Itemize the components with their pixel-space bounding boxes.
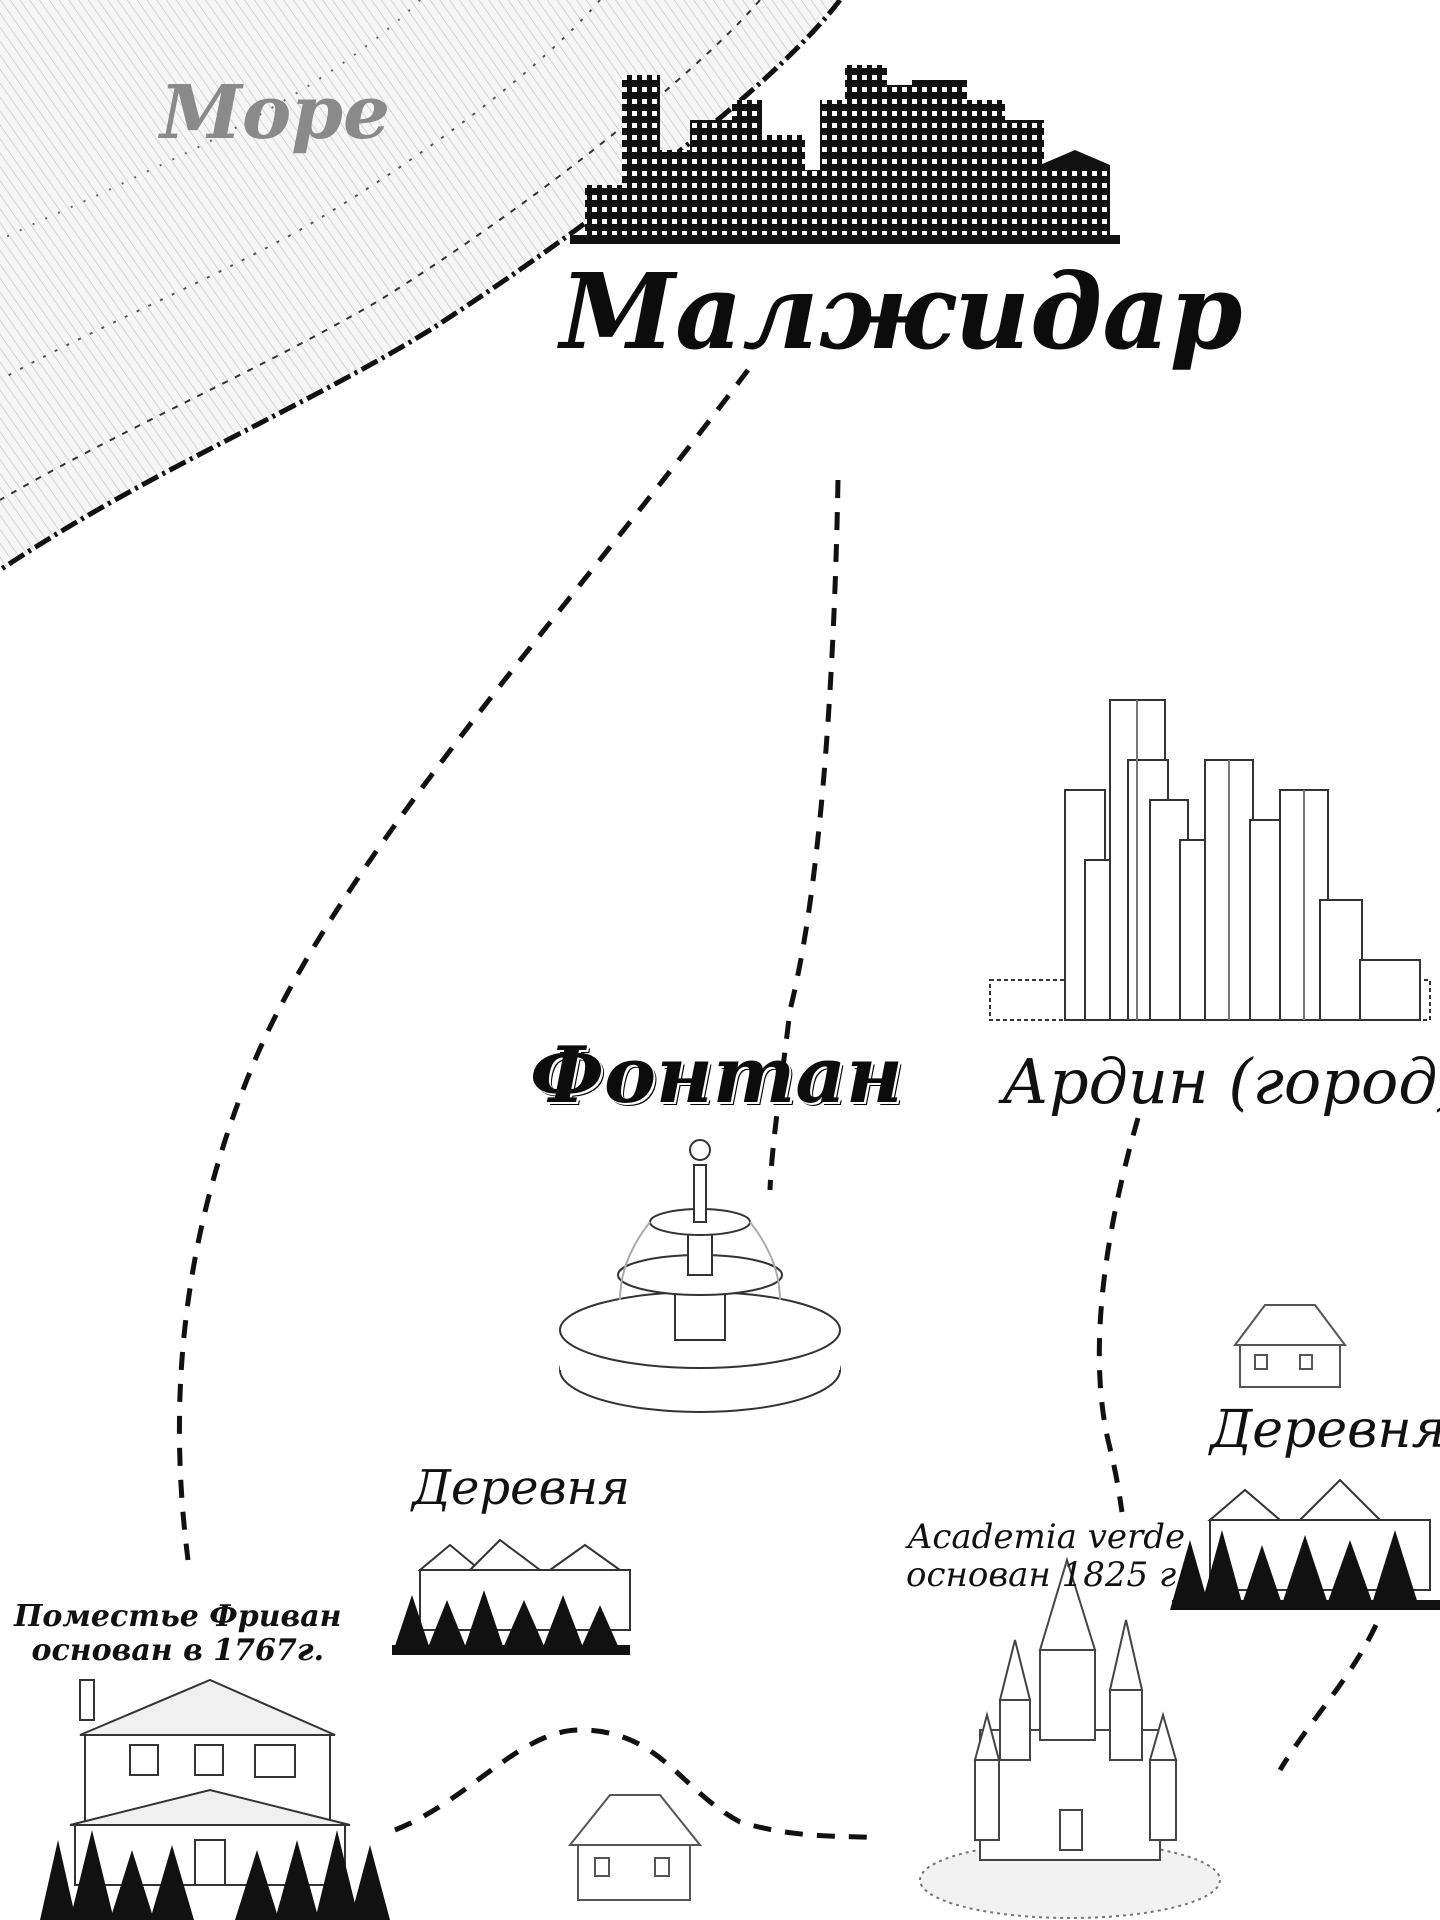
- sea-label: Море: [160, 70, 391, 156]
- fountain-icon: [559, 1139, 841, 1413]
- city-skyline-icon: [570, 65, 1120, 244]
- estate-founded: основан в 1767г.: [31, 1633, 325, 1668]
- village-right-label: Деревня: [1210, 1400, 1440, 1460]
- academia-label: Academia verde основан 1825 г.: [906, 1518, 1187, 1594]
- academia-founded: основан 1825 г.: [906, 1555, 1187, 1595]
- route-village-academia: [1277, 1623, 1379, 1772]
- fountain-label: Фонтан: [530, 1030, 903, 1121]
- route-estate-academia: [394, 1727, 881, 1841]
- route-capital-fountain: [767, 479, 841, 1191]
- estate-label: Поместье Фриван основан в 1767г.: [14, 1600, 342, 1668]
- house-icon: [567, 1794, 703, 1901]
- skyscrapers-icon: [989, 699, 1431, 1021]
- estate-name: Поместье Фриван: [14, 1599, 342, 1634]
- capital-label: Малжидар: [560, 250, 1243, 373]
- city-ardin-label: Ардин (город): [1002, 1045, 1440, 1118]
- route-ardin-academia: [1096, 1117, 1141, 1513]
- route-capital-estate: [176, 368, 750, 1561]
- academia-name: Academia verde: [907, 1517, 1186, 1557]
- village-mid-label: Деревня: [412, 1460, 630, 1516]
- manor-house-icon: [40, 1678, 390, 1920]
- village-icon: [392, 1538, 631, 1655]
- castle-icon: [919, 1556, 1221, 1919]
- house-icon: [1233, 1304, 1347, 1388]
- village-icon: [1170, 1478, 1440, 1610]
- routes: [176, 368, 1379, 1841]
